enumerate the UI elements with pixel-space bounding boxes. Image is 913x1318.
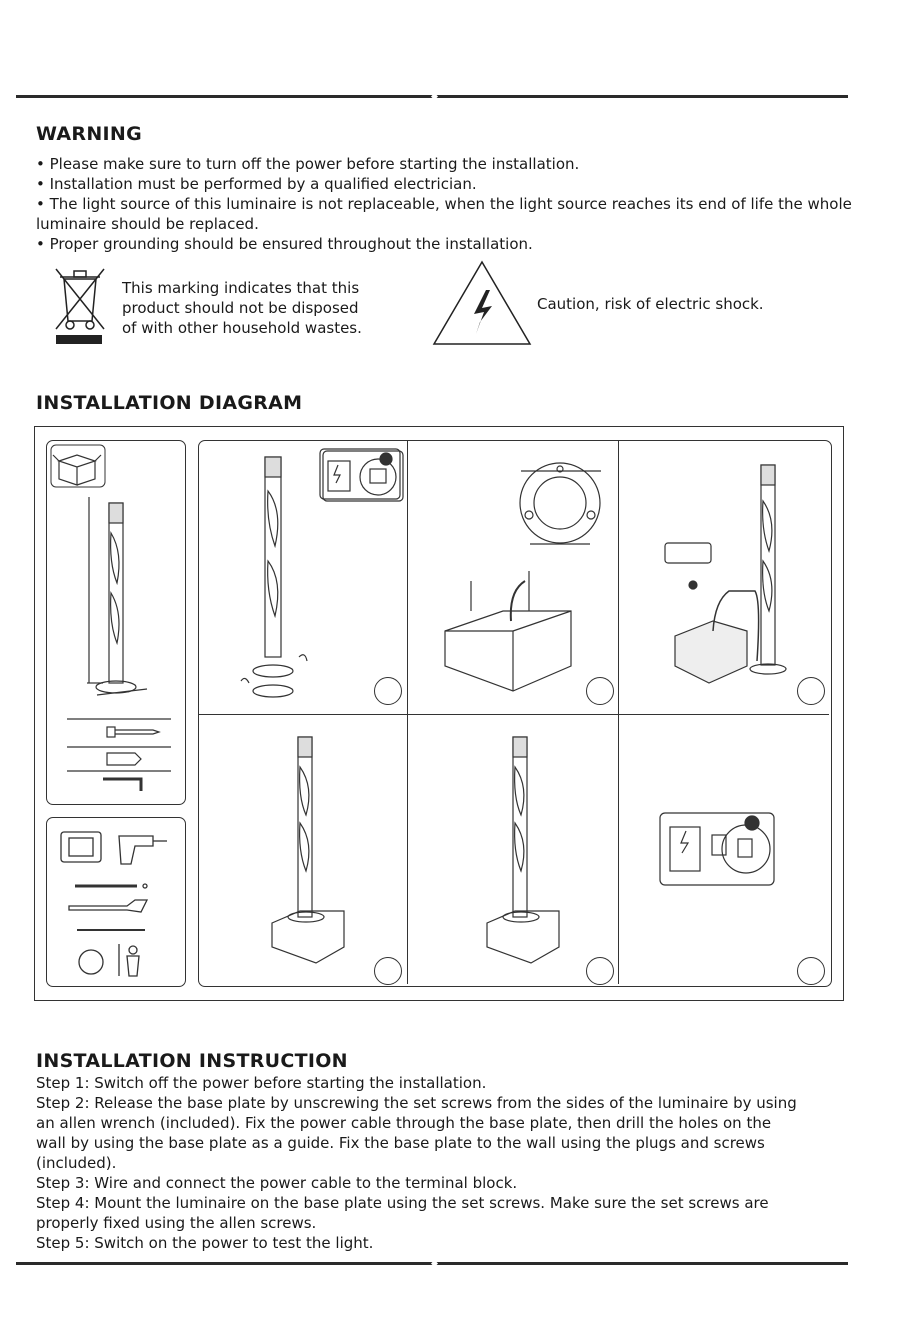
luminaire-dimensions-drawing	[87, 497, 148, 696]
instructions-title: INSTALLATION INSTRUCTION	[36, 1050, 348, 1072]
instruction-line: Step 5: Switch on the power to test the …	[36, 1234, 374, 1252]
grid-line-v1	[407, 441, 408, 984]
grid-line-h	[199, 714, 829, 715]
instruction-line: an allen wrench (included). Fix the powe…	[36, 1114, 772, 1132]
instruction-line: Step 3: Wire and connect the power cable…	[36, 1174, 518, 1192]
step-set-screws-drawing	[486, 736, 560, 964]
step-number-circle	[586, 677, 614, 705]
instruction-line: Step 2: Release the base plate by unscre…	[36, 1094, 797, 1112]
shock-text: Caution, risk of electric shock.	[537, 295, 764, 313]
warning-item: • Installation must be performed by a qu…	[36, 175, 477, 193]
warning-list: • Please make sure to turn off the power…	[36, 154, 856, 254]
warning-item: • Proper grounding should be ensured thr…	[36, 235, 533, 253]
warning-item: • Please make sure to turn off the power…	[36, 155, 580, 173]
step-number-circle	[797, 957, 825, 985]
diagram-title: INSTALLATION DIAGRAM	[36, 392, 303, 414]
electric-shock-icon	[432, 260, 532, 345]
electric-box-icon	[319, 448, 401, 500]
contents-panel	[46, 440, 186, 805]
instruction-line: Step 4: Mount the luminaire on the base …	[36, 1194, 769, 1212]
tools-panel	[46, 817, 186, 987]
instruction-line: wall by using the base plate as a guide.…	[36, 1134, 765, 1152]
weee-text-line: of with other household wastes.	[122, 319, 362, 337]
instruction-line: properly fixed using the allen screws.	[36, 1214, 317, 1232]
diagram-frame	[34, 426, 844, 1001]
step-number-circle	[797, 677, 825, 705]
power-on-icon	[659, 812, 775, 886]
step-number-circle	[374, 677, 402, 705]
step-wiring-drawing	[664, 464, 787, 684]
step-base-plate-drawing	[444, 462, 601, 692]
weee-bin-icon	[55, 268, 105, 344]
tools-icons	[60, 831, 167, 977]
step-number-circle	[586, 957, 614, 985]
step-mount-drawing	[271, 736, 345, 964]
bottom-divider	[16, 1262, 848, 1265]
instructions-body: Step 1: Switch off the power before star…	[36, 1073, 866, 1253]
grid-line-v2	[618, 441, 619, 984]
warning-item: • The light source of this luminaire is …	[36, 195, 852, 233]
instruction-line: (included).	[36, 1154, 117, 1172]
weee-text-line: This marking indicates that this	[122, 279, 360, 297]
instruction-line: Step 1: Switch off the power before star…	[36, 1074, 487, 1092]
weee-text: This marking indicates that this product…	[122, 278, 362, 338]
step-base-release-drawing	[240, 450, 404, 698]
hardware-parts	[67, 718, 171, 791]
step-number-circle	[374, 957, 402, 985]
weee-text-line: product should not be disposed	[122, 299, 359, 317]
top-divider	[16, 95, 848, 98]
package-box-icon	[50, 444, 106, 488]
warning-title: WARNING	[36, 123, 143, 145]
step-2-panel	[198, 440, 832, 987]
